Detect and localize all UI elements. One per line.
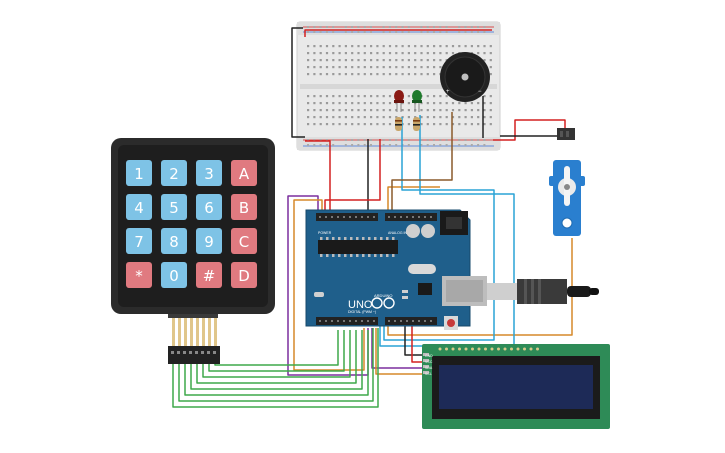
svg-text:+: + bbox=[446, 89, 450, 95]
wire-blue-led-green bbox=[379, 115, 515, 347]
wire-green-6 bbox=[202, 330, 351, 378]
keypad-key-4[interactable]: 4 bbox=[126, 194, 152, 220]
wire-green-8 bbox=[214, 330, 339, 366]
arduino-digital-label: DIGITAL (PWM ~) bbox=[348, 310, 376, 314]
wire-green-7 bbox=[208, 330, 345, 372]
resistors bbox=[395, 117, 420, 131]
keypad-key-label: 9 bbox=[204, 233, 214, 251]
breadboard bbox=[296, 21, 501, 151]
wire-green-1 bbox=[172, 328, 379, 408]
keypad-ribbon-cable bbox=[172, 318, 217, 346]
wire-green-5 bbox=[196, 330, 357, 384]
arduino-brand-label: ARDUINO bbox=[374, 293, 392, 298]
wire-red-servo bbox=[493, 119, 566, 141]
piezo-buzzer: + − bbox=[440, 52, 490, 102]
servo-motor bbox=[549, 128, 585, 236]
keypad-key-6[interactable]: 6 bbox=[196, 194, 222, 220]
keypad-key-label: D bbox=[238, 267, 250, 285]
keypad-key-label: 3 bbox=[204, 165, 214, 183]
wire-green-3 bbox=[184, 330, 369, 396]
keypad-key-label: 7 bbox=[134, 233, 144, 251]
keypad-key-8[interactable]: 8 bbox=[161, 228, 187, 254]
lcd-pin-label: SCL bbox=[425, 372, 432, 376]
wire-red-rail-bottom bbox=[305, 140, 331, 210]
keypad-key-label: 1 bbox=[134, 165, 144, 183]
keypad-key-D[interactable]: D bbox=[231, 262, 257, 288]
keypad-key-label: 5 bbox=[169, 199, 179, 217]
keypad-key-B[interactable]: B bbox=[231, 194, 257, 220]
arduino-analog-label: ANALOG IN bbox=[388, 231, 408, 235]
keypad-key-0[interactable]: 0 bbox=[161, 262, 187, 288]
arduino-power-label: POWER bbox=[318, 231, 332, 235]
keypad-key-#[interactable]: # bbox=[196, 262, 222, 288]
wire-black-lcd bbox=[404, 326, 425, 356]
keypad-key-label: 6 bbox=[204, 199, 214, 217]
wire-blue-led-red bbox=[383, 117, 495, 341]
keypad-key-*[interactable]: * bbox=[126, 262, 152, 288]
lcd-pin-label: SDA bbox=[425, 366, 433, 370]
led-red bbox=[394, 90, 404, 112]
wire-orange-servo bbox=[387, 186, 573, 336]
arduino-logo-icon bbox=[371, 297, 395, 309]
keypad-key-label: 4 bbox=[134, 199, 144, 217]
keypad-key-9[interactable]: 9 bbox=[196, 228, 222, 254]
keypad-key-A[interactable]: A bbox=[231, 160, 257, 186]
usb-cable bbox=[487, 279, 599, 304]
keypad-key-label: A bbox=[239, 165, 250, 183]
wire-green-2 bbox=[178, 328, 374, 402]
svg-text:−: − bbox=[478, 89, 482, 95]
arduino-uno: UNO ARDUINO POWER ANALOG IN DIGITAL (PWM… bbox=[305, 209, 487, 330]
led-green bbox=[412, 90, 422, 112]
keypad-key-label: * bbox=[135, 267, 143, 285]
wire-orange-lcd bbox=[375, 328, 425, 375]
wire-red-lcd bbox=[411, 326, 425, 363]
wire-brown-buzzer bbox=[391, 112, 453, 216]
keypad-key-7[interactable]: 7 bbox=[126, 228, 152, 254]
keypad-key-label: 8 bbox=[169, 233, 179, 251]
wire-orange-left bbox=[293, 199, 365, 371]
wire-green-4 bbox=[190, 330, 363, 390]
keypad-key-3[interactable]: 3 bbox=[196, 160, 222, 186]
keypad-key-label: 2 bbox=[169, 165, 179, 183]
lcd-16x2-i2c: GND VCC SDA SCL bbox=[422, 344, 610, 429]
wire-red-rail bbox=[304, 29, 492, 37]
keypad-key-5[interactable]: 5 bbox=[161, 194, 187, 220]
keypad-key-label: C bbox=[239, 233, 249, 251]
keypad-header bbox=[168, 346, 220, 364]
keypad-4x4: 1 2 3 A 4 5 6 B 7 8 9 C * 0 # D bbox=[111, 138, 275, 364]
keypad-key-1[interactable]: 1 bbox=[126, 160, 152, 186]
wire-black-rail-left bbox=[291, 27, 305, 138]
lcd-pin-label: GND bbox=[425, 354, 433, 358]
lcd-pin-label: VCC bbox=[425, 360, 433, 364]
wire-purple-lcd bbox=[371, 328, 425, 369]
keypad-key-C[interactable]: C bbox=[231, 228, 257, 254]
keypad-key-2[interactable]: 2 bbox=[161, 160, 187, 186]
keypad-key-label: B bbox=[239, 199, 249, 217]
keypad-key-label: 0 bbox=[169, 267, 179, 285]
arduino-model-label: UNO bbox=[348, 299, 373, 311]
keypad-key-label: # bbox=[203, 267, 216, 285]
wire-red-5v bbox=[324, 139, 381, 212]
